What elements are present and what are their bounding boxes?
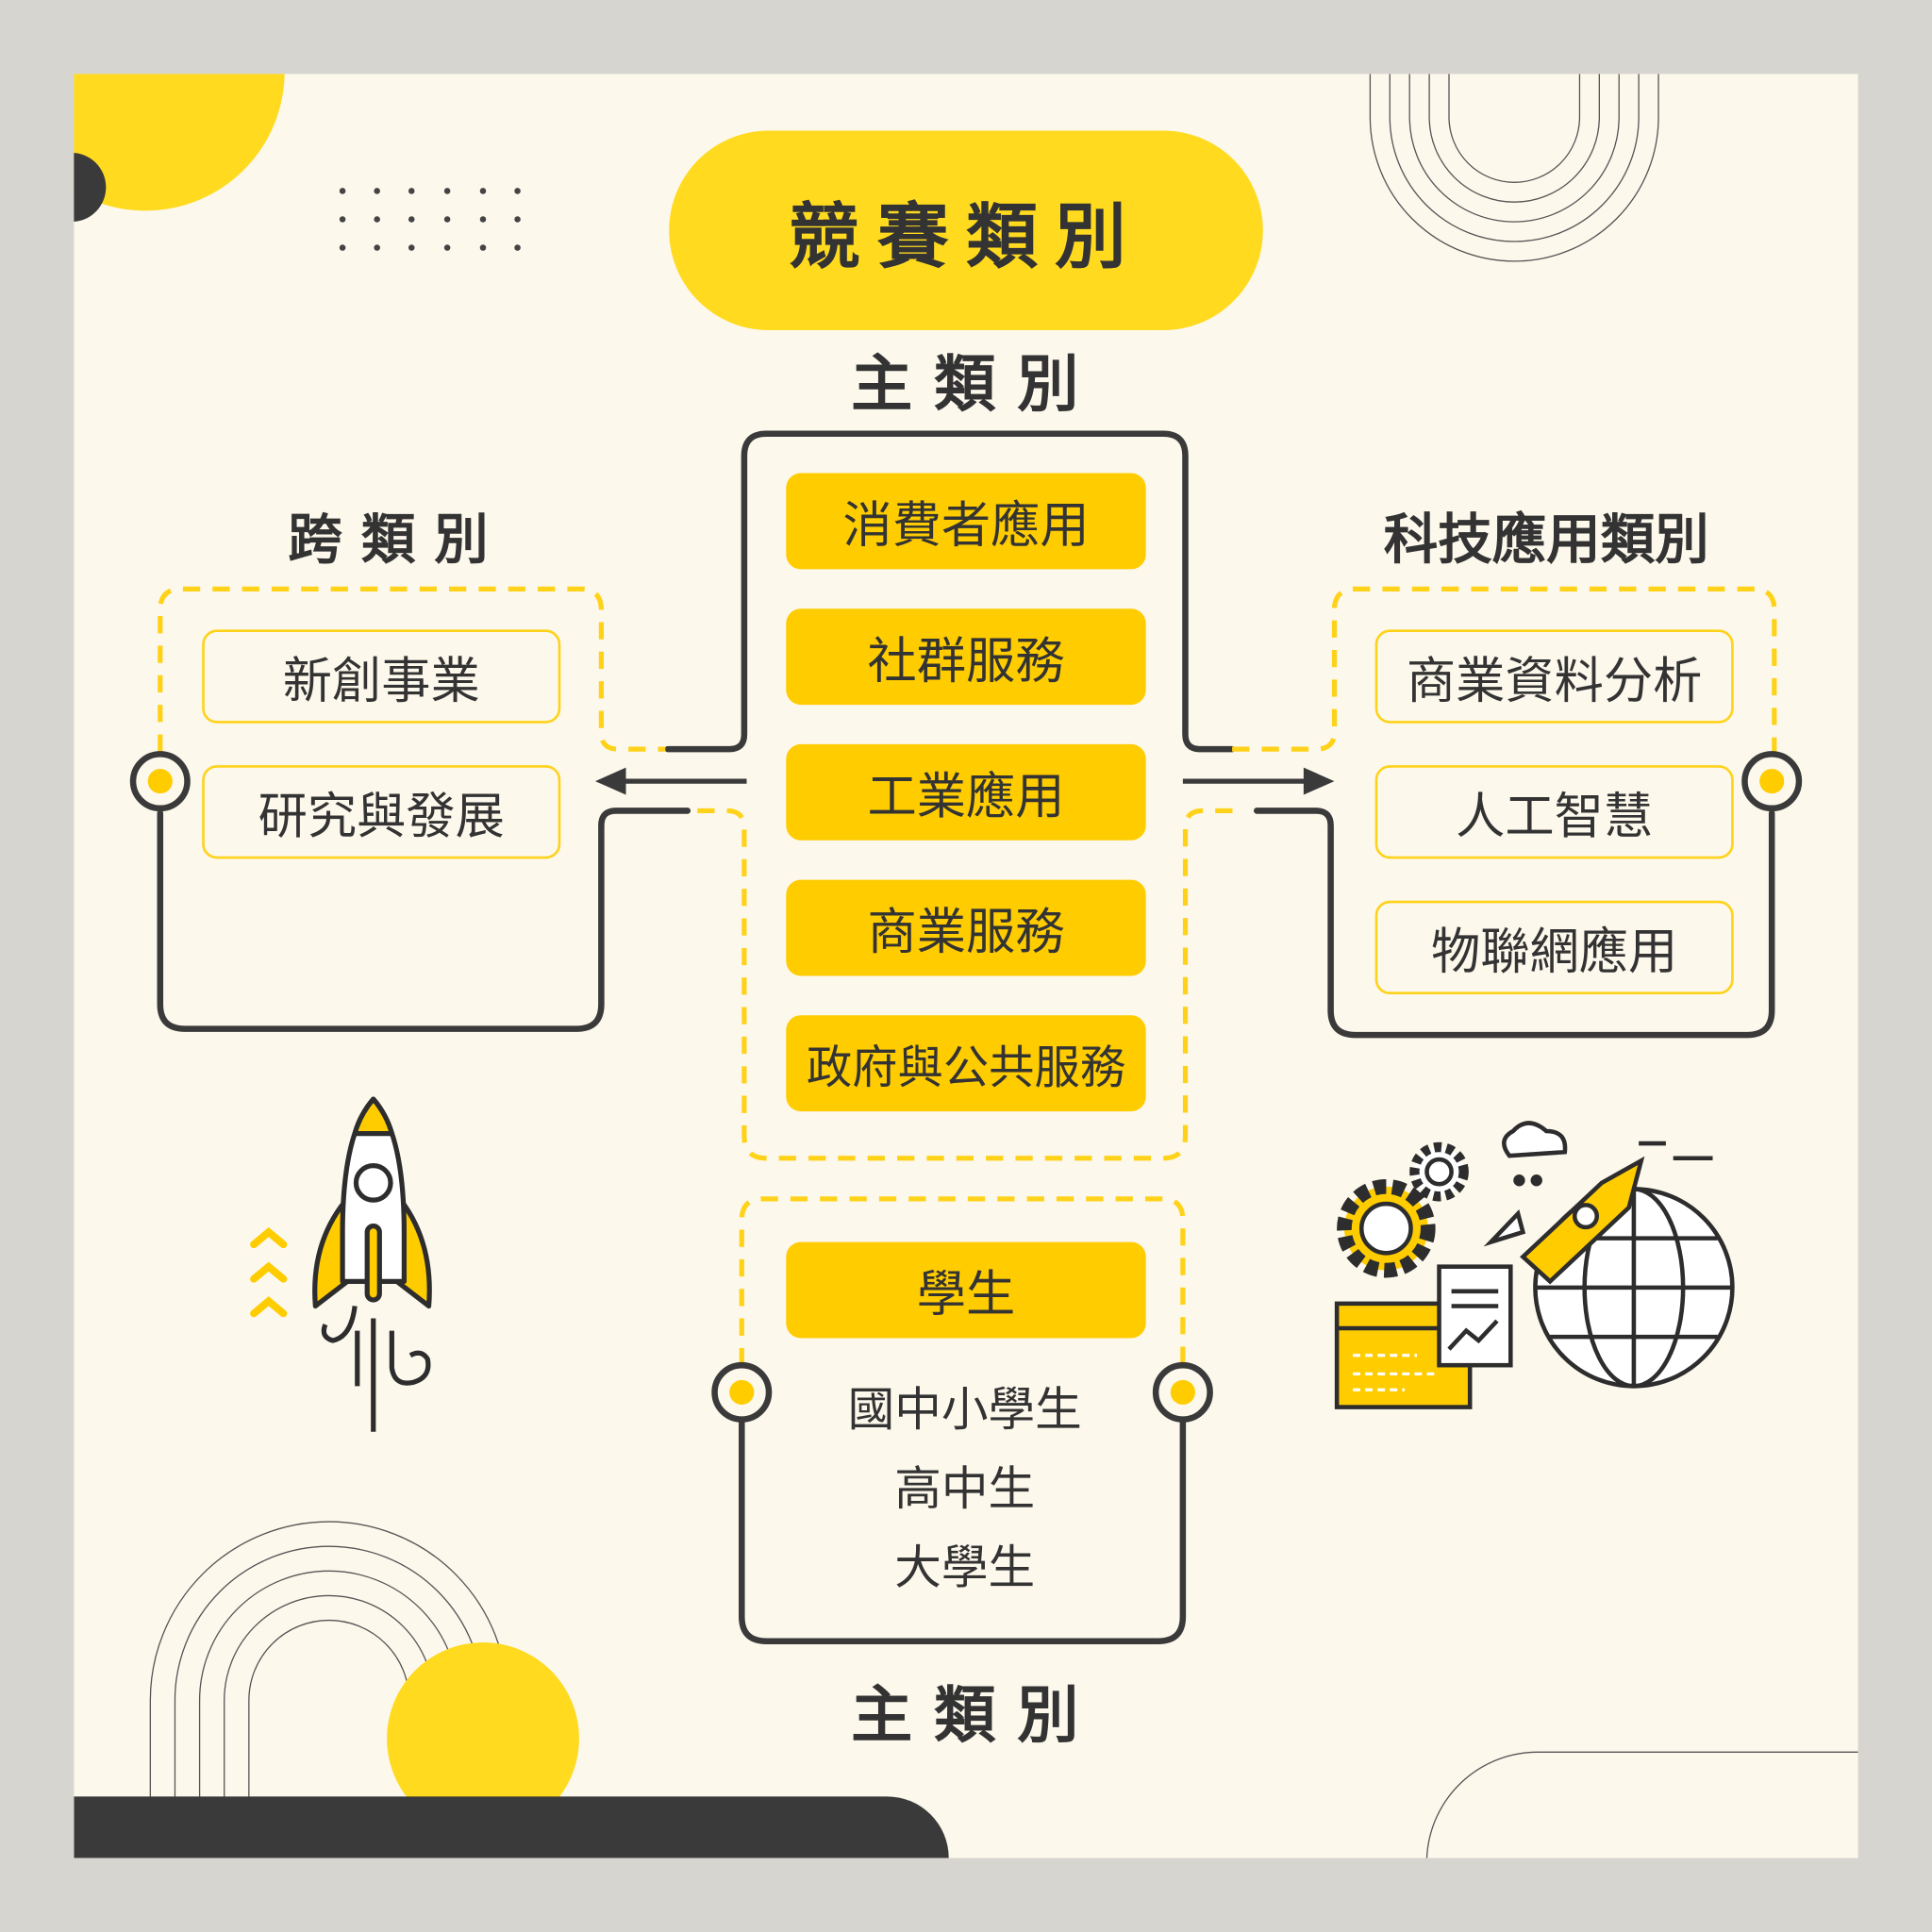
top-right-arches (1369, 74, 1659, 262)
left-dashed-frame (158, 586, 666, 752)
bottom-left-arches (149, 1521, 508, 1799)
tech-item-data-analytics[interactable]: 商業資料分析 (1374, 629, 1734, 724)
right-arrow-icon (1303, 767, 1335, 795)
category-business-services[interactable]: 商業服務 (786, 879, 1146, 976)
dot-grid (339, 188, 521, 251)
cross-category-heading: 跨 類 別 (288, 508, 489, 573)
eligibility-item: 國中小學生 (847, 1382, 1082, 1437)
title-pill: 競賽類別 (669, 130, 1263, 331)
category-social-services[interactable]: 社群服務 (786, 608, 1146, 706)
rocket-icon (312, 1096, 432, 1432)
tech-category-heading: 科技應用類別 (1383, 508, 1709, 573)
tech-item-ai[interactable]: 人工智慧 (1374, 765, 1734, 859)
eligibility-item: 大學生 (894, 1540, 1036, 1595)
category-consumer-apps[interactable]: 消費者應用 (786, 473, 1146, 570)
corner-yellow-circle (74, 74, 285, 211)
cross-item-rnd[interactable]: 研究與發展 (202, 765, 561, 859)
eligibility-item: 高中生 (894, 1461, 1036, 1516)
corner-dark-circle (74, 153, 107, 223)
right-solid-frame (1253, 808, 1775, 1039)
main-category-heading: 主 類 別 (850, 348, 1079, 421)
student-badge: 學生 (786, 1241, 1146, 1339)
chevron-up-icons (250, 1227, 288, 1318)
left-arrow-icon (594, 767, 626, 795)
left-solid-frame (157, 808, 691, 1032)
bottom-dark-bar (74, 1796, 949, 1858)
bottom-solid-frame (739, 1420, 1187, 1645)
right-dashed-frame (1232, 586, 1777, 755)
bottom-right-arc (1425, 1751, 1858, 1858)
category-industrial-apps[interactable]: 工業應用 (786, 743, 1146, 841)
tech-illustration-icon (1334, 1121, 1735, 1409)
bottom-main-category-heading: 主 類 別 (850, 1679, 1079, 1751)
bottom-yellow-circle (387, 1642, 579, 1835)
center-dashed-frame (697, 808, 1245, 1161)
center-solid-frame (664, 430, 1236, 753)
tech-item-iot[interactable]: 物聯網應用 (1374, 900, 1734, 995)
bottom-dashed-frame (739, 1196, 1186, 1366)
category-government-services[interactable]: 政府與公共服務 (786, 1015, 1146, 1112)
cross-item-startup[interactable]: 新創事業 (202, 629, 561, 724)
